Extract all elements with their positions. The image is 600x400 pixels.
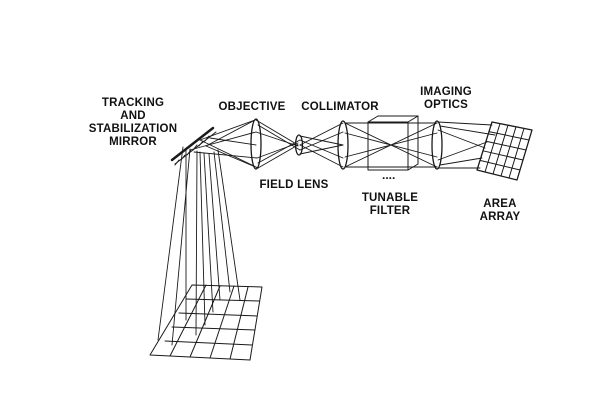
area-array-grid [476, 121, 533, 181]
label-area-array: AREA ARRAY [479, 198, 521, 223]
label-tracking-mirror: TRACKING AND STABILIZATION MIRROR [88, 97, 178, 148]
ground-to-mirror-rays [157, 146, 241, 346]
field-lens [294, 134, 304, 156]
label-field-lens: FIELD LENS [259, 179, 329, 191]
mirror-to-objective-rays [189, 119, 259, 169]
tunable-filter-box [367, 115, 419, 171]
label-objective: OBJECTIVE [218, 101, 286, 113]
imaging-optics-lens [431, 120, 443, 170]
label-collimator: COLLIMATOR [301, 101, 379, 113]
objective-to-field-lens-rays [255, 119, 301, 169]
tracking-mirror [170, 126, 217, 166]
label-imaging-optics: IMAGING OPTICS [420, 86, 472, 111]
ground-scene-grid [149, 284, 263, 361]
collimator-to-imaging-rays [344, 122, 438, 168]
field-lens-to-collimator-rays [299, 122, 344, 168]
imaging-to-array-rays [437, 121, 496, 169]
collimator-lens [337, 120, 349, 170]
label-tunable-filter: TUNABLE FILTER [361, 192, 419, 217]
objective-lens [250, 118, 262, 170]
filter-marker: .... [382, 168, 395, 182]
